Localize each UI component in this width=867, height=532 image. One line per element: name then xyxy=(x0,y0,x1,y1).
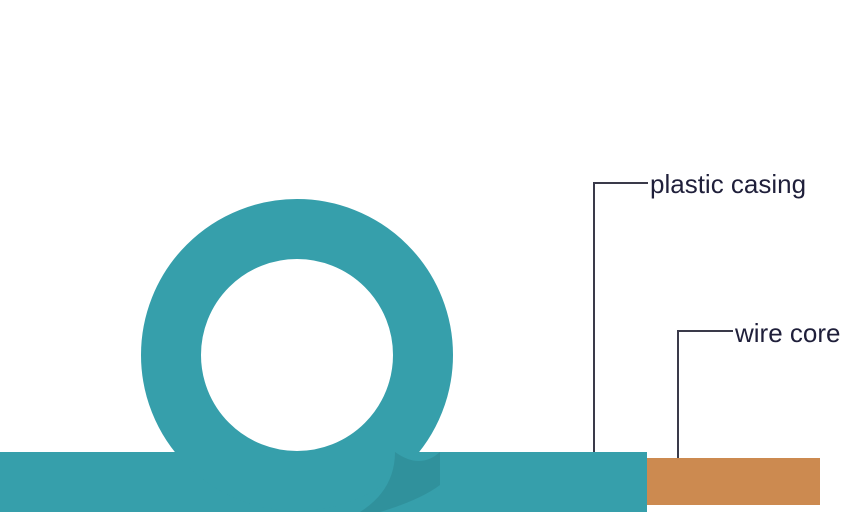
core-leader-line xyxy=(677,330,733,458)
cable-casing-loop xyxy=(141,199,453,511)
plastic-casing-label: plastic casing xyxy=(650,169,807,199)
casing-leader-line xyxy=(593,182,648,452)
wire-core-label: wire core xyxy=(735,318,841,348)
wire-core xyxy=(647,458,820,505)
loop-shadow xyxy=(360,452,440,512)
